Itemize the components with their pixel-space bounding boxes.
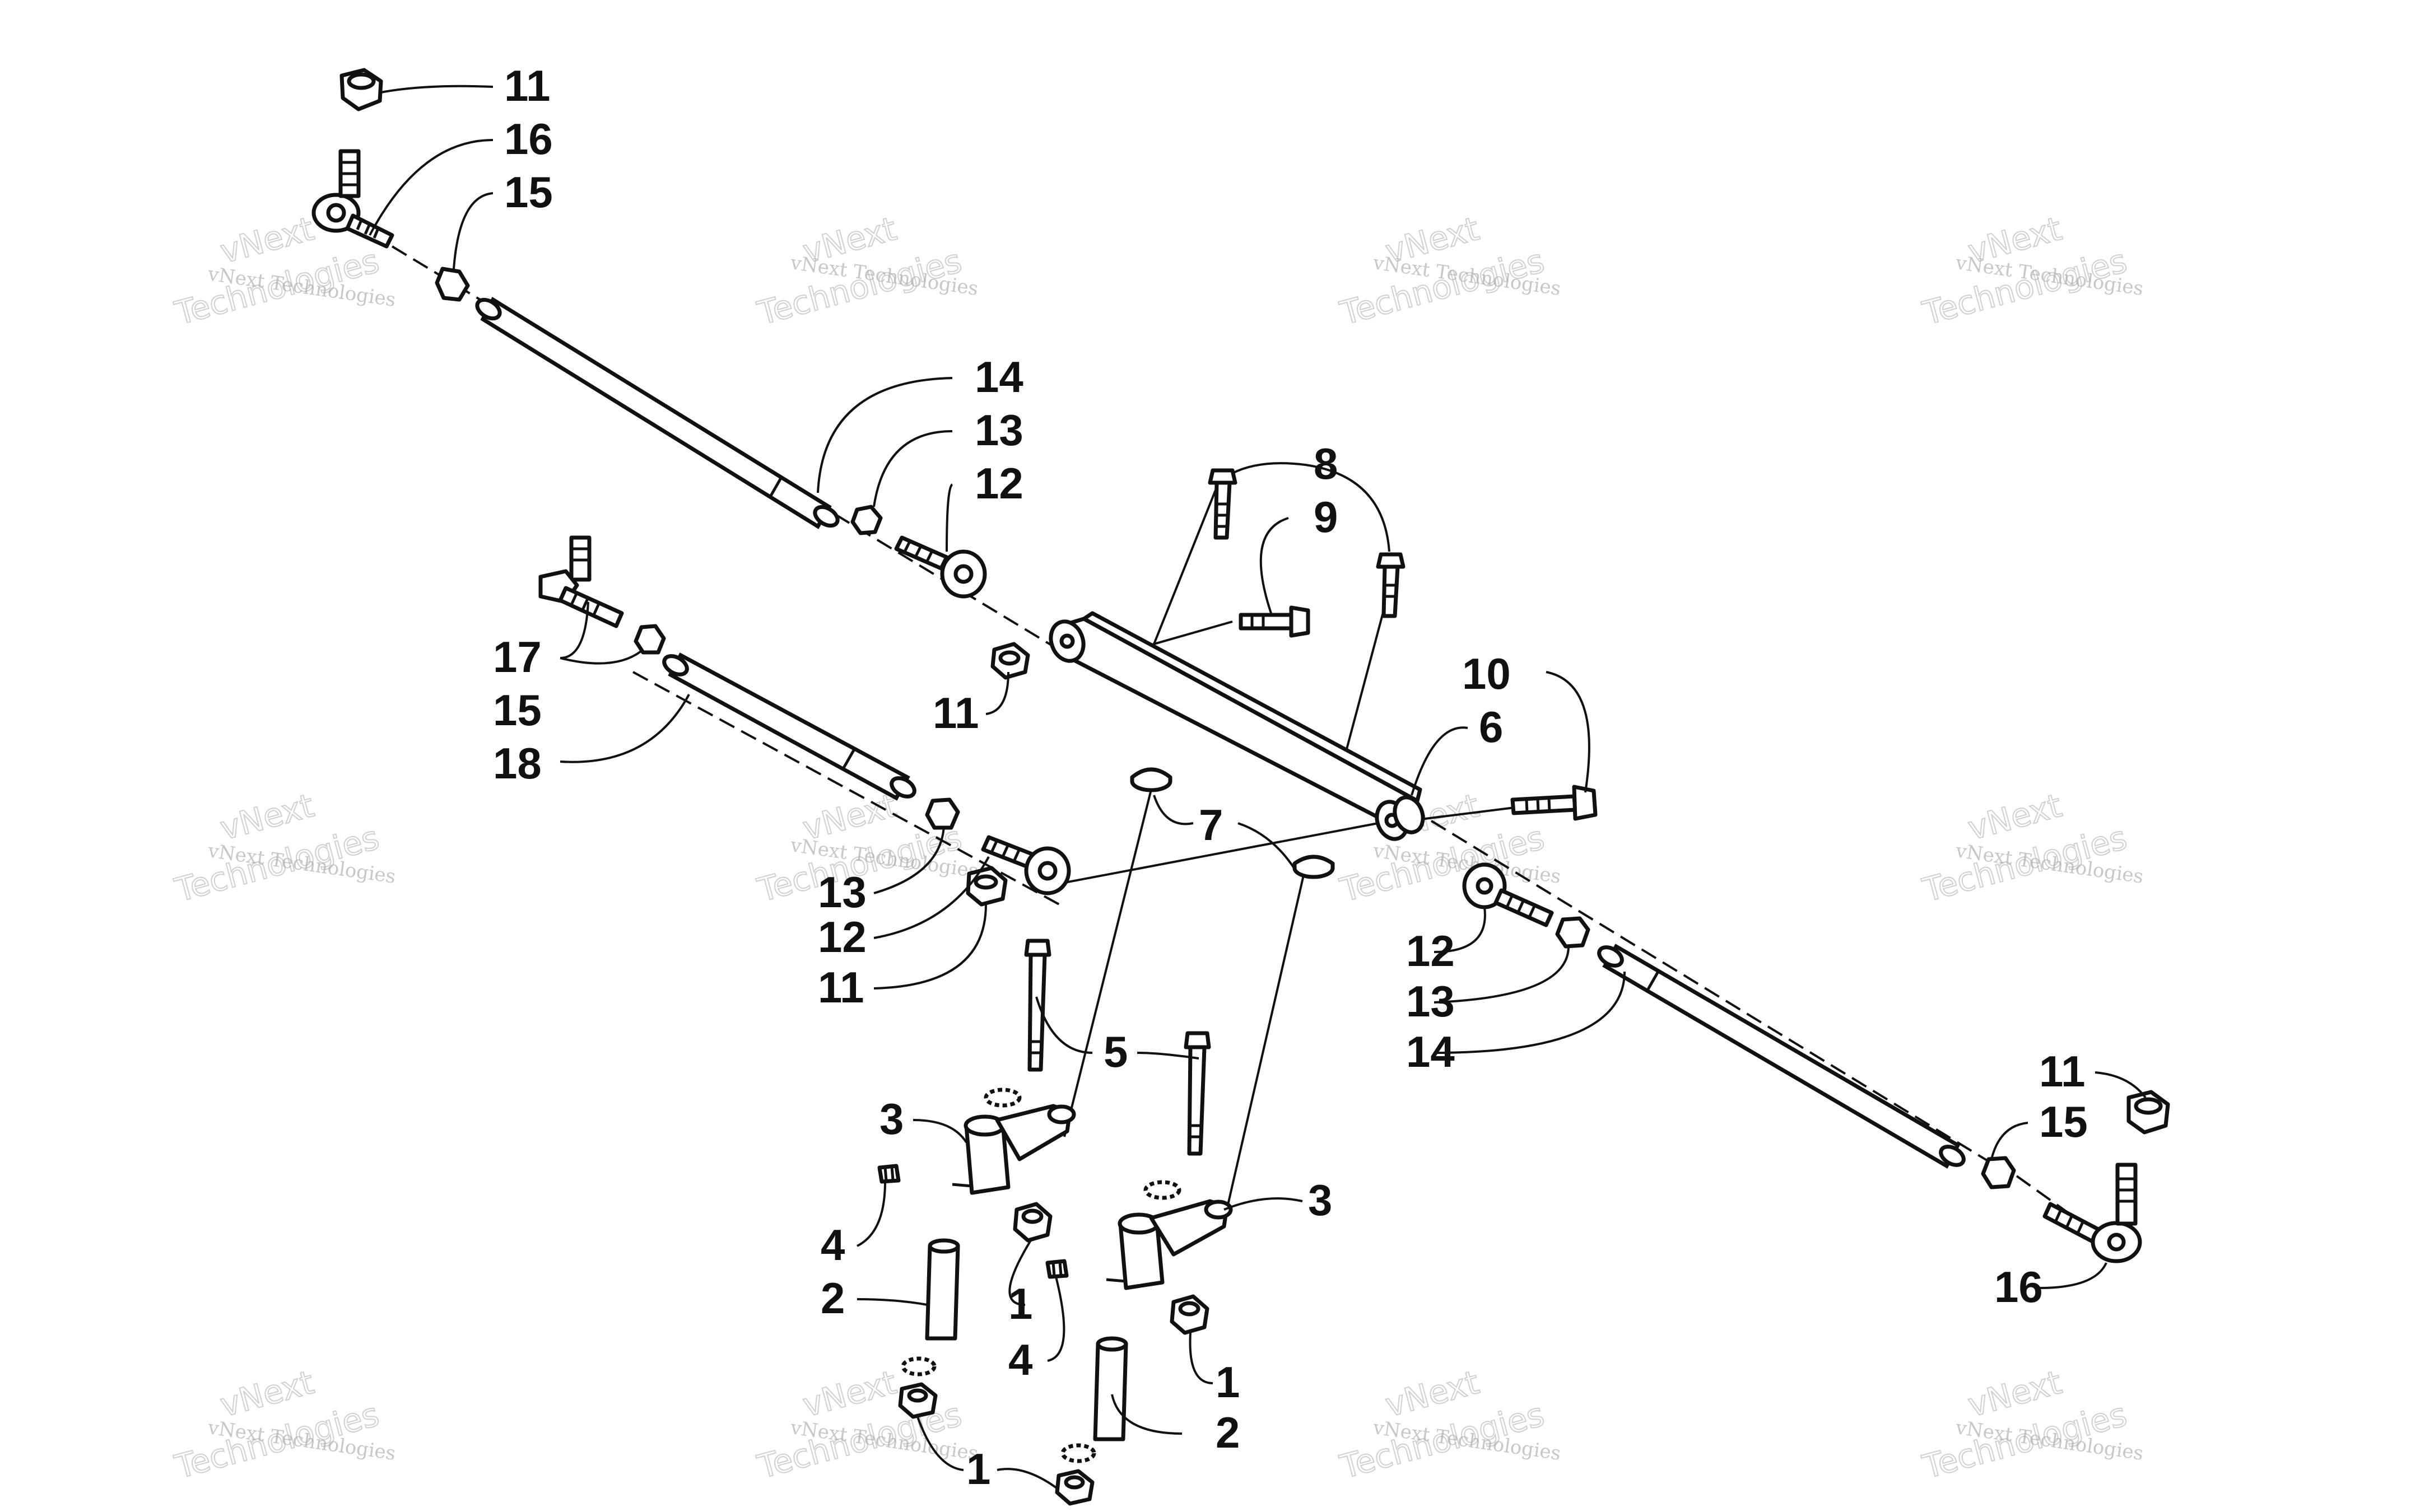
callout-11-low: 11 [818, 963, 864, 1012]
watermark-9: vNext vNext Technologies Technologies [170, 1362, 397, 1487]
leader-lines [369, 85, 2147, 1491]
callout-4-left: 4 [821, 1220, 845, 1270]
tie-rod-right [1597, 944, 1966, 1169]
callout-12-low: 12 [818, 912, 867, 962]
washer-left-upper [984, 1088, 1022, 1108]
callout-2-left: 2 [821, 1273, 845, 1323]
callout-14-top: 14 [975, 352, 1023, 402]
tie-rod-end-12-right [1462, 862, 1554, 927]
watermark-12: vNext vNext Technologies Technologies [1918, 1362, 2145, 1487]
callout-10: 10 [1462, 649, 1511, 698]
bolt-9 [1239, 605, 1310, 638]
callout-11-top: 11 [504, 61, 550, 110]
lock-nut-11-low [966, 866, 1008, 907]
callout-12-top: 12 [975, 459, 1023, 508]
tie-rod-top-left [475, 297, 840, 529]
bushing-7-right [1292, 855, 1335, 879]
jam-nut-13-right [1555, 916, 1590, 949]
callout-11-right: 11 [2039, 1047, 2085, 1096]
callout-9: 9 [1314, 492, 1338, 542]
jam-nut-15-right [1981, 1156, 2016, 1189]
lock-nut-1-right [1170, 1294, 1209, 1335]
jam-nut-13-top [850, 505, 883, 535]
watermark-8: vNext vNext Technologies Technologies [1918, 786, 2145, 910]
callout-15-top: 15 [504, 167, 553, 217]
callout-16-top: 16 [504, 114, 553, 164]
callout-3-left: 3 [879, 1094, 904, 1144]
callout-7: 7 [1199, 800, 1223, 850]
bolt-5-right [1184, 1031, 1211, 1156]
callout-13-low: 13 [818, 867, 867, 917]
washer-right-upper [1143, 1180, 1181, 1200]
steering-arm-3-right [1106, 1199, 1233, 1290]
spindle-tube-2-left [925, 1238, 960, 1341]
watermark-11: vNext vNext Technologies Technologies [1335, 1362, 1562, 1487]
tie-rod-end-16-top [311, 149, 394, 249]
lock-nut-11-mid [990, 642, 1030, 680]
callout-15-right: 15 [2039, 1097, 2088, 1146]
jam-nut-15-mid [634, 624, 666, 655]
lock-nut-11-top [339, 68, 383, 111]
callout-18: 18 [493, 739, 542, 788]
watermark-layer: vNext vNext Technologies Technologies vN… [170, 209, 2145, 1487]
bolt-10 [1510, 785, 1598, 821]
steering-arm-3-left [952, 1104, 1076, 1195]
callout-17: 17 [493, 632, 542, 682]
center-link-6 [1049, 611, 1425, 841]
washer-right-lower [1060, 1443, 1096, 1463]
tie-rod-mid-left-18 [662, 652, 916, 801]
callout-14-right: 14 [1406, 1027, 1455, 1076]
tie-rod-end-12-low [981, 835, 1071, 895]
watermark-10: vNext vNext Technologies Technologies [753, 1362, 980, 1487]
bolt-8-left [1208, 468, 1237, 540]
jam-nut-15-top [435, 267, 470, 302]
tie-rod-end-12-top [894, 535, 987, 599]
callout-1-right: 1 [1216, 1357, 1240, 1407]
lock-nut-1-left-bottom [898, 1382, 938, 1419]
set-screw-4-left [877, 1164, 901, 1184]
watermark-5: vNext vNext Technologies Technologies [170, 786, 397, 910]
lock-nut-1-left [1013, 1202, 1053, 1243]
watermark-4: vNext vNext Technologies Technologies [1918, 209, 2145, 333]
callout-15-mid: 15 [493, 685, 542, 735]
washer-left-lower [901, 1356, 937, 1376]
set-screw-4-right [1045, 1259, 1069, 1279]
callout-1-bottom: 1 [966, 1444, 990, 1494]
callout-6: 6 [1479, 702, 1503, 752]
tie-rod-end-16-right [2042, 1163, 2142, 1263]
callout-2-right: 2 [1216, 1408, 1240, 1457]
bolt-5-left [1024, 939, 1051, 1072]
callout-11-mid: 11 [933, 688, 979, 738]
lock-nut-1-right-bottom [1055, 1469, 1095, 1506]
bushing-7-left [1130, 767, 1172, 792]
callout-12-right: 12 [1406, 926, 1455, 976]
callout-8: 8 [1314, 439, 1338, 488]
callout-4-right: 4 [1008, 1335, 1032, 1384]
callout-13-top: 13 [975, 405, 1023, 455]
callout-13-right: 13 [1406, 977, 1455, 1026]
callout-5: 5 [1104, 1027, 1128, 1076]
bolt-8-right [1376, 552, 1406, 618]
callout-labels: 11 16 15 14 13 12 8 9 17 15 18 11 10 6 7… [493, 61, 2088, 1494]
lock-nut-11-right [2126, 1090, 2170, 1135]
spindle-tube-2-right [1093, 1336, 1128, 1441]
callout-16-right: 16 [1994, 1262, 2043, 1312]
watermark-2: vNext vNext Technologies Technologies [753, 209, 980, 333]
jam-nut-13-low [925, 797, 960, 830]
callout-3-right: 3 [1308, 1175, 1332, 1225]
watermark-3: vNext vNext Technologies Technologies [1335, 209, 1562, 333]
tie-rod-end-17 [538, 535, 624, 628]
callout-1-left: 1 [1008, 1279, 1032, 1328]
